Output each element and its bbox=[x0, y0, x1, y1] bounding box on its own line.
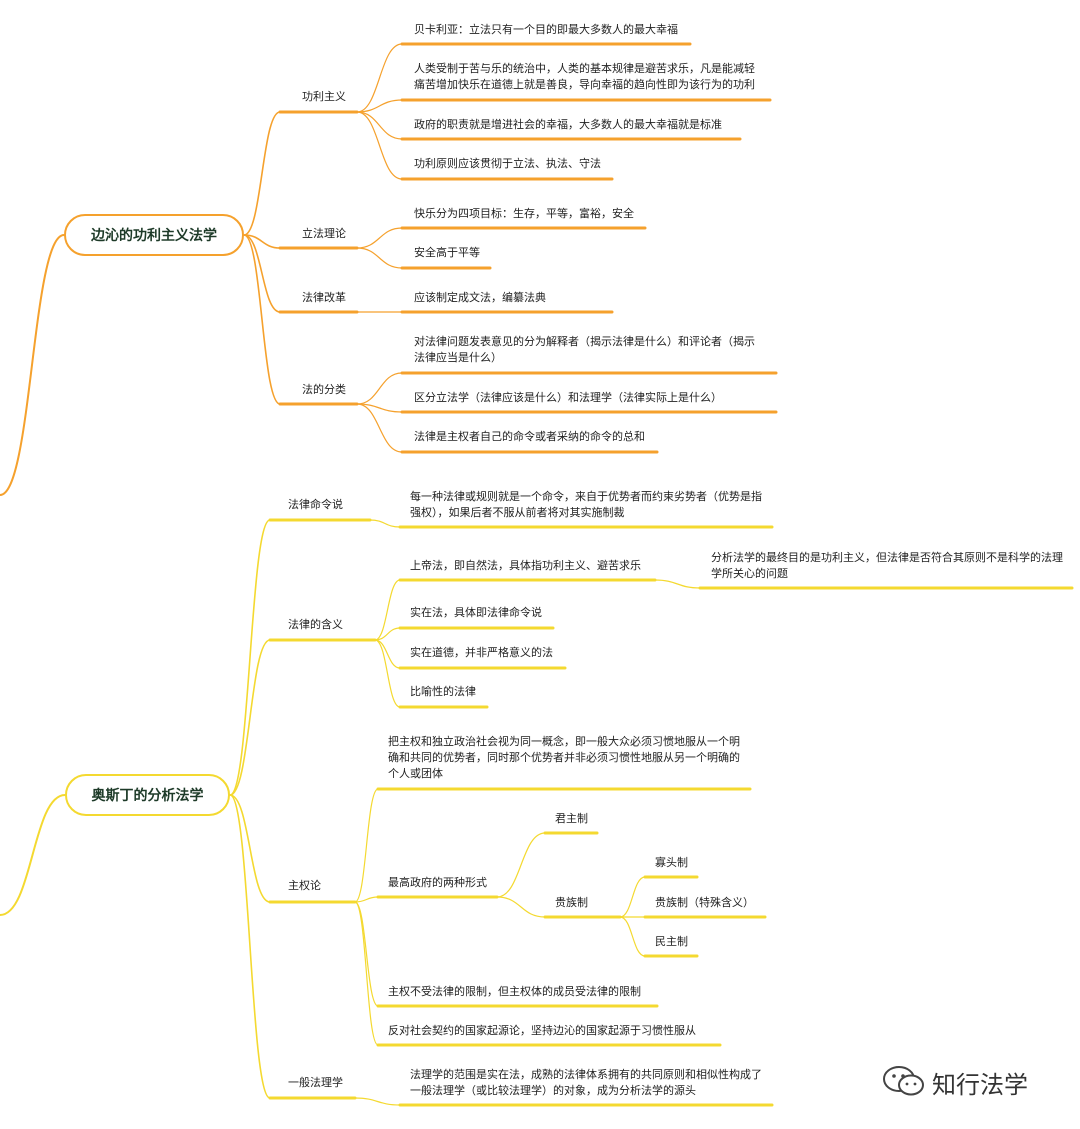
leaf-sovereign-command[interactable]: 法律是主权者自己的命令或者采纳的命令的总和 bbox=[414, 430, 645, 443]
branch-connector bbox=[229, 639, 271, 796]
leaf-four-goals[interactable]: 快乐分为四项目标：生存，平等，富裕，安全 bbox=[414, 207, 634, 220]
leaf-government-duty[interactable]: 政府的职责就是增进社会的幸福，大多数人的最大幸福就是标准 bbox=[414, 118, 722, 131]
leaf-positive-law[interactable]: 实在法，具体即法律命令说 bbox=[410, 606, 542, 619]
branch-sovereignty[interactable]: 主权论 bbox=[288, 879, 321, 892]
leaf-sovereign-unlimited[interactable]: 主权不受法律的限制，但主权体的成员受法律的限制 bbox=[388, 985, 641, 998]
leaf-connector bbox=[356, 372, 403, 405]
branch-utilitarianism[interactable]: 功利主义 bbox=[302, 90, 346, 103]
leaf-connector bbox=[374, 579, 401, 641]
leaf-against-social-contract[interactable]: 反对社会契约的国家起源论，坚持边沁的国家起源于习惯性服从 bbox=[388, 1024, 696, 1037]
leaf-security-over-equality[interactable]: 安全高于平等 bbox=[414, 246, 480, 259]
leaf-oligarchy[interactable]: 寡头制 bbox=[655, 856, 688, 869]
root-node-bentham[interactable]: 边沁的功利主义法学 bbox=[64, 214, 244, 256]
branch-law-classification[interactable]: 法的分类 bbox=[302, 383, 346, 396]
branch-connector bbox=[229, 794, 271, 903]
trunk-connector bbox=[0, 234, 65, 496]
trunk-connector bbox=[0, 794, 66, 916]
leaf-connector bbox=[354, 896, 379, 903]
leaf-connector bbox=[374, 627, 401, 641]
leaf-connector bbox=[356, 403, 403, 413]
branch-general-jurisprudence[interactable]: 一般法理学 bbox=[288, 1076, 343, 1089]
leaf-connector bbox=[356, 111, 403, 140]
leaf-connector bbox=[356, 111, 403, 180]
leaf-connector bbox=[356, 403, 403, 453]
leaf-connector bbox=[619, 916, 646, 957]
leaf-connector bbox=[369, 519, 401, 528]
leaf-connector bbox=[619, 876, 646, 918]
root-node-austin[interactable]: 奥斯丁的分析法学 bbox=[65, 774, 230, 816]
branch-law-meaning[interactable]: 法律的含义 bbox=[288, 618, 343, 631]
root-label-austin: 奥斯丁的分析法学 bbox=[91, 788, 204, 804]
leaf-connector bbox=[654, 579, 701, 589]
branch-connector bbox=[229, 794, 271, 1099]
branch-connector bbox=[243, 111, 281, 236]
branch-legislation-theory[interactable]: 立法理论 bbox=[302, 227, 346, 240]
leaf-command-definition[interactable]: 每一种法律或规则就是一个命令，来自于优势者而约束劣势者（优势是指强权），如果后者… bbox=[410, 490, 762, 519]
leaf-connector bbox=[354, 788, 379, 903]
node-government-forms[interactable]: 最高政府的两种形式 bbox=[388, 876, 487, 889]
watermark: 知行法学 bbox=[880, 1062, 1060, 1102]
branch-legal-reform[interactable]: 法律改革 bbox=[302, 291, 346, 304]
leaf-connector bbox=[356, 43, 403, 113]
branch-connector bbox=[243, 234, 281, 249]
root-label-bentham: 边沁的功利主义法学 bbox=[91, 228, 217, 244]
leaf-connector bbox=[354, 901, 379, 1046]
leaf-expositor-censor[interactable]: 对法律问题发表意见的分为解释者（揭示法律是什么）和评论者（揭示法律应当是什么） bbox=[414, 335, 755, 364]
leaf-aristocracy-special[interactable]: 贵族制（特殊含义） bbox=[655, 896, 754, 909]
leaf-codification[interactable]: 应该制定成文法，编纂法典 bbox=[414, 291, 546, 304]
node-aristocracy[interactable]: 贵族制 bbox=[555, 896, 588, 909]
leaf-connector bbox=[354, 1097, 401, 1106]
leaf-connector bbox=[356, 227, 403, 249]
leaf-general-jurisprudence[interactable]: 法理学的范围是实在法，成熟的法律体系拥有的共同原则和相似性构成了一般法理学（或比… bbox=[410, 1068, 762, 1097]
branch-command-theory[interactable]: 法律命令说 bbox=[288, 498, 343, 511]
leaf-positive-morality[interactable]: 实在道德，并非严格意义的法 bbox=[410, 646, 553, 659]
leaf-democracy[interactable]: 民主制 bbox=[655, 935, 688, 948]
branch-connector bbox=[229, 519, 271, 796]
leaf-connector bbox=[496, 832, 546, 898]
leaf-connector bbox=[496, 896, 546, 918]
watermark-text: 知行法学 bbox=[932, 1070, 1028, 1099]
leaf-monarchy[interactable]: 君主制 bbox=[555, 812, 588, 825]
leaf-pain-pleasure[interactable]: 人类受制于苦与乐的统治中，人类的基本规律是避苦求乐，凡是能减轻痛苦增加快乐在道德… bbox=[414, 62, 755, 91]
branch-connector bbox=[243, 234, 281, 313]
leaf-legislation-jurisprudence[interactable]: 区分立法学（法律应该是什么）和法理学（法律实际上是什么） bbox=[414, 391, 722, 404]
leaf-beccaria[interactable]: 贝卡利亚：立法只有一个目的即最大多数人的最大幸福 bbox=[414, 23, 678, 36]
leaf-metaphorical-law[interactable]: 比喻性的法律 bbox=[410, 685, 476, 698]
wechat-icon bbox=[883, 1066, 924, 1096]
leaf-connector bbox=[356, 99, 403, 113]
leaf-connector bbox=[374, 639, 401, 708]
branch-connector bbox=[243, 234, 281, 405]
leaf-sovereignty-definition[interactable]: 把主权和独立政治社会视为同一概念，即一般大众必须习惯地服从一个明确和共同的优势者… bbox=[388, 735, 740, 780]
leaf-connector bbox=[356, 247, 403, 269]
leaf-divine-law[interactable]: 上帝法，即自然法，具体指功利主义、避苦求乐 bbox=[410, 559, 641, 572]
leaf-connector bbox=[374, 639, 401, 669]
leaf-analytic-goal[interactable]: 分析法学的最终目的是功利主义，但法律是否符合其原则不是科学的法理学所关心的问题 bbox=[711, 551, 1063, 580]
leaf-utility-principle[interactable]: 功利原则应该贯彻于立法、执法、守法 bbox=[414, 157, 601, 170]
leaf-connector bbox=[354, 901, 379, 1007]
